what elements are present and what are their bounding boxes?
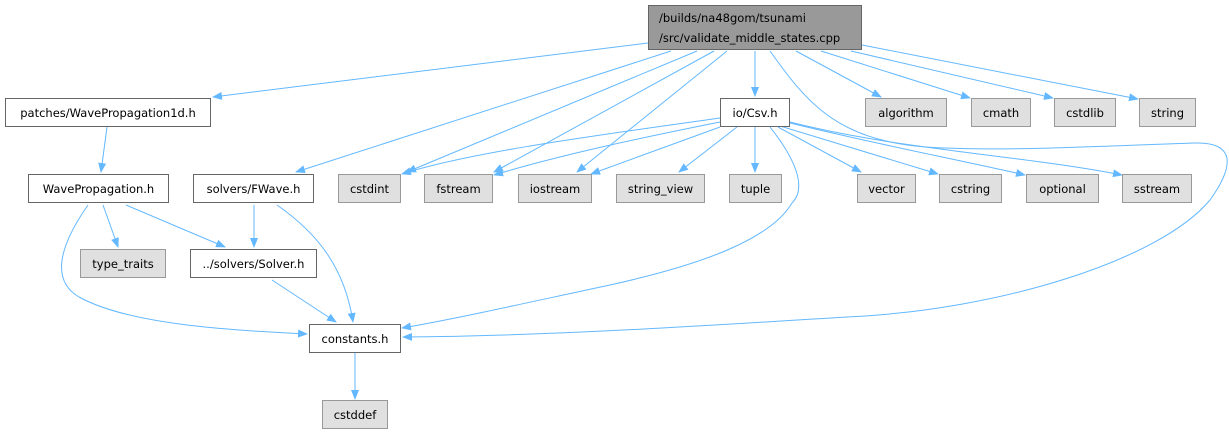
- edge-root-algorithm: [795, 50, 882, 98]
- node-tuple: tuple: [729, 174, 782, 203]
- node-cmath: cmath: [971, 98, 1031, 127]
- node-sstream: sstream: [1122, 174, 1192, 203]
- edge-solver-constants: [271, 279, 337, 323]
- node-cstddef: cstddef: [322, 400, 388, 429]
- edge-root-cstdlib: [850, 50, 1054, 100]
- edge-root-fstream: [493, 50, 715, 173]
- edge-root-iostream: [576, 50, 728, 173]
- edge-csv-constants: [401, 126, 800, 331]
- edge-wavepropagation-constants: [61, 204, 308, 338]
- root-file-node[interactable]: /builds/na48gom/tsunami /src/validate_mi…: [648, 5, 862, 50]
- edge-root-cmath: [820, 50, 971, 100]
- edge-csv-iostream: [590, 126, 721, 175]
- node-optional: optional: [1026, 174, 1099, 203]
- node-iostream: iostream: [518, 174, 592, 203]
- node-cstring: cstring: [939, 174, 1002, 203]
- edge-wavepropagation-solver: [125, 204, 226, 248]
- node-patches[interactable]: patches/WavePropagation1d.h: [5, 98, 211, 127]
- edge-root-fwave: [295, 50, 672, 174]
- root-file-path-line2: /src/validate_middle_states.cpp: [659, 30, 841, 45]
- edge-csv-cstring: [779, 125, 939, 176]
- edge-root-cstdint: [406, 50, 698, 173]
- edge-csv-string-view: [678, 126, 738, 173]
- edge-root-patches: [212, 42, 649, 100]
- node-solver[interactable]: ../solvers/Solver.h: [190, 249, 317, 278]
- edge-fwave-constants: [276, 204, 356, 323]
- node-cstdlib: cstdlib: [1054, 98, 1116, 127]
- node-algorithm: algorithm: [865, 98, 947, 127]
- node-fstream: fstream: [424, 174, 493, 203]
- node-cstdint: cstdint: [338, 174, 401, 203]
- node-csv[interactable]: io/Csv.h: [720, 98, 790, 127]
- node-wavepropagation[interactable]: WavePropagation.h: [28, 174, 169, 203]
- node-vector: vector: [857, 174, 916, 203]
- edge-csv-cstdint: [401, 117, 721, 176]
- edge-csv-sstream: [789, 121, 1123, 178]
- edge-wavepropagation-type-traits: [102, 204, 119, 248]
- root-file-path-line1: /builds/na48gom/tsunami: [659, 10, 806, 25]
- edge-csv-fstream: [493, 121, 721, 177]
- node-constants[interactable]: constants.h: [309, 324, 401, 353]
- node-type-traits: type_traits: [80, 249, 166, 278]
- node-fwave[interactable]: solvers/FWave.h: [193, 174, 314, 203]
- edge-patches-wavepropagation: [98, 126, 108, 173]
- node-string: string: [1139, 98, 1196, 127]
- node-string-view: string_view: [616, 174, 705, 203]
- edge-root-string: [861, 44, 1139, 102]
- edge-csv-optional: [789, 122, 1026, 177]
- edge-csv-vector: [777, 126, 862, 173]
